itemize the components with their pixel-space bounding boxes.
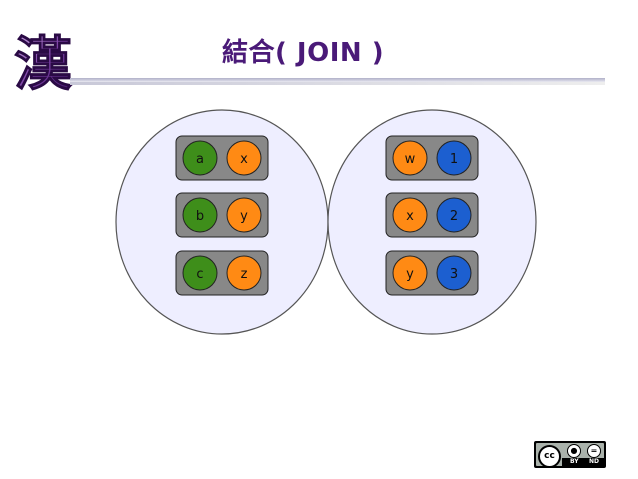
tuple-right-label: x — [240, 152, 248, 167]
by-person-icon: ● — [567, 444, 581, 458]
creative-commons-by-nd-icon: cc ● = BY ND — [534, 441, 606, 468]
tuple-right-ball — [226, 197, 262, 233]
tuple-left-ball — [392, 197, 428, 233]
cc-icon: cc — [538, 445, 561, 468]
license-nd-label: ND — [589, 458, 600, 465]
tuple-right-label: z — [241, 267, 248, 282]
tuple-left-ball — [182, 197, 218, 233]
tuple-left-ball — [392, 255, 428, 291]
tuple-left-label: w — [405, 152, 416, 167]
logo-glyph: 漢 — [14, 30, 73, 94]
tuple-right-ball — [436, 197, 472, 233]
license-badge-body: cc ● = BY ND — [536, 443, 604, 468]
tuple-left-label: x — [406, 209, 414, 224]
tuple-right-label: y — [240, 209, 248, 224]
tuple-right-ball — [436, 255, 472, 291]
nd-equals-icon: = — [587, 444, 601, 458]
tuple-left-label: a — [196, 152, 204, 167]
tuple-right-label: 2 — [450, 209, 458, 224]
header-rule-shadow — [70, 82, 605, 85]
license-strip — [562, 458, 604, 466]
kanji-logo-icon: 漢 — [13, 30, 73, 95]
tuple-right-label: 1 — [450, 152, 458, 167]
tuple-right-ball — [226, 255, 262, 291]
tuple-right-ball — [226, 140, 262, 176]
header-rule — [70, 78, 605, 83]
license-by-label: BY — [570, 458, 579, 465]
tuple-left-label: c — [196, 267, 203, 282]
tuple-left-ball — [392, 140, 428, 176]
tuple-right-ball — [436, 140, 472, 176]
tuple-left-ball — [182, 255, 218, 291]
tuple-left-label: b — [196, 209, 204, 224]
tuple-left-ball — [182, 140, 218, 176]
slide-title: 結合( JOIN ) — [222, 38, 385, 68]
tuple-right-label: 3 — [450, 267, 458, 282]
tuple-left-label: y — [406, 267, 414, 282]
